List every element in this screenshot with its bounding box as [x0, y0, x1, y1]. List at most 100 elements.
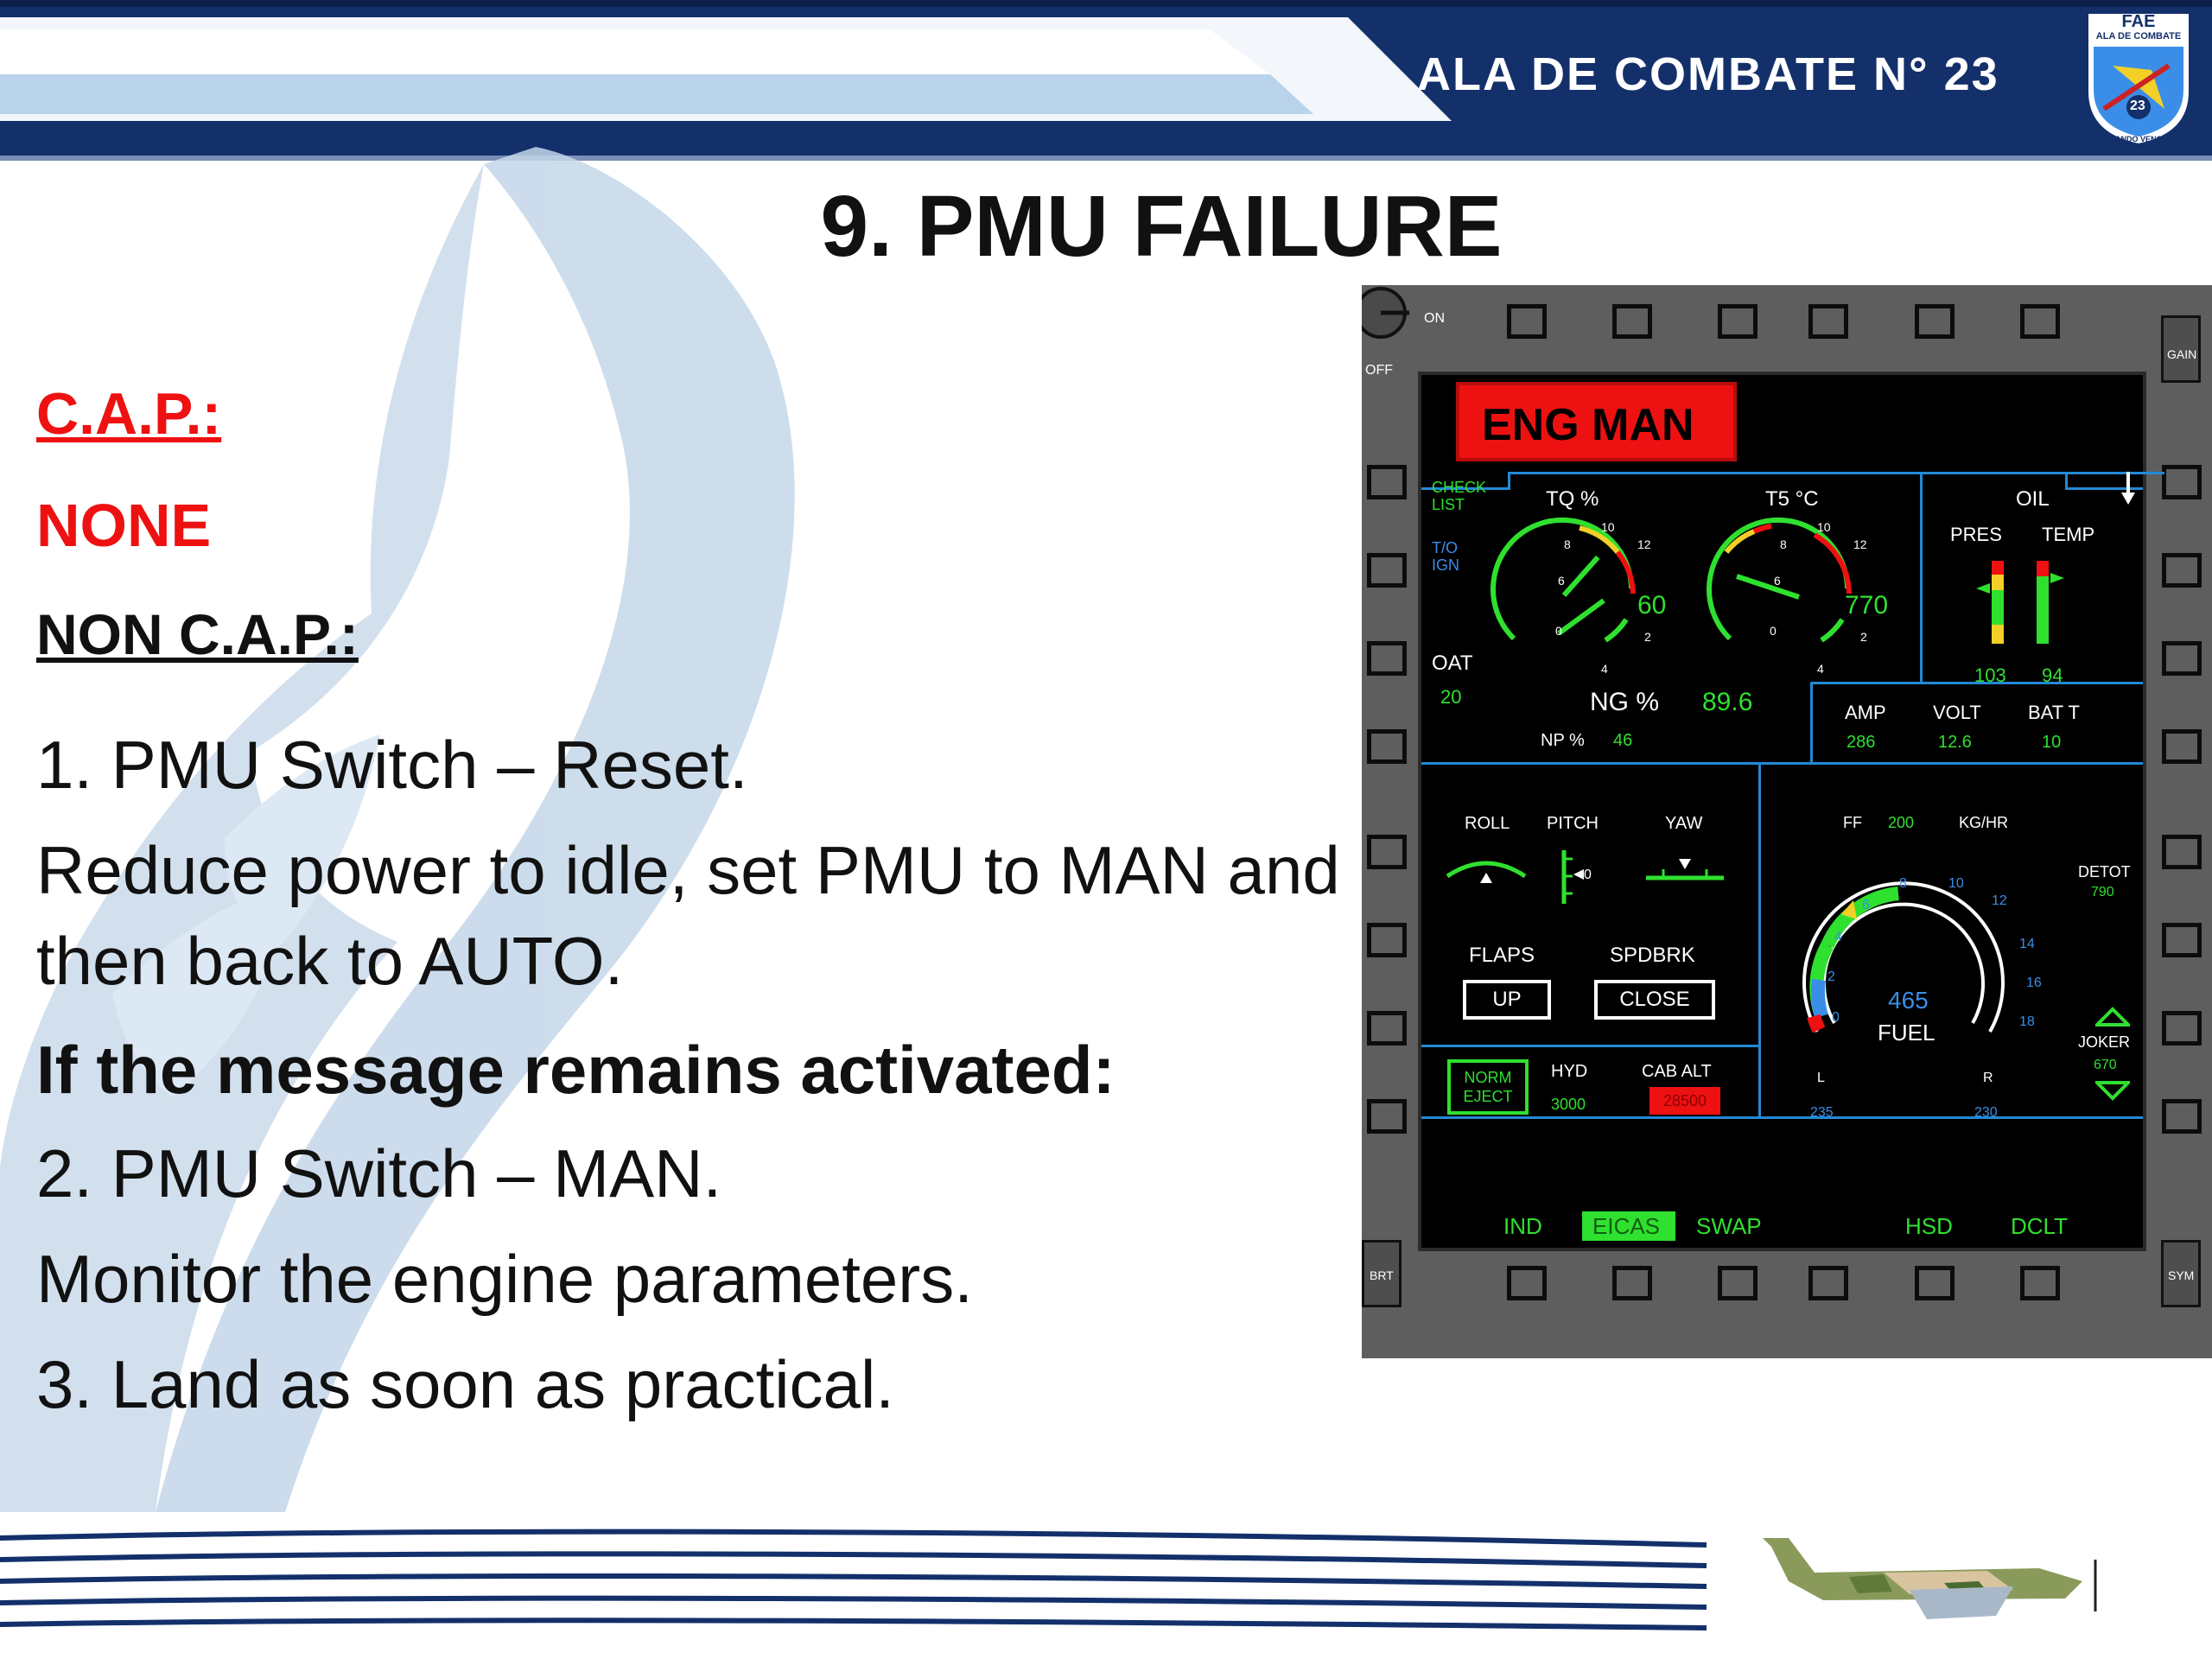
bezel-button-left-1[interactable] [1367, 465, 1407, 499]
bezel-button-top-6[interactable] [2020, 304, 2060, 339]
bezel-button-top-1[interactable] [1507, 304, 1547, 339]
power-knob[interactable] [1362, 285, 1422, 346]
emblem-motto: LUCHANDO VENCERAS [2093, 135, 2183, 143]
hyd-label: HYD [1551, 1062, 1588, 1081]
flaps-label: FLAPS [1469, 944, 1535, 967]
ng-label: NG % [1590, 688, 1660, 716]
bezel-button-left-7[interactable] [1367, 1011, 1407, 1046]
brt-rocker[interactable]: BRT [1362, 1240, 1402, 1307]
t5-tick-0: 0 [1770, 624, 1777, 638]
bezel-button-right-5[interactable] [2162, 835, 2202, 869]
ff-value: 200 [1888, 814, 1915, 831]
temp-label: TEMP [2042, 524, 2095, 545]
check-list-label[interactable]: CHECK LIST [1432, 479, 1487, 513]
trim-indicators [1446, 850, 1724, 904]
step-2: 2. PMU Switch – MAN. [36, 1135, 722, 1211]
bezel-button-left-8[interactable] [1367, 1099, 1407, 1134]
noncap-heading: NON C.A.P.: [36, 602, 359, 666]
engine-gauges [1491, 517, 1852, 643]
hyd-value: 3000 [1551, 1096, 1586, 1113]
aircraft-image [1763, 1538, 2097, 1619]
pitch-value: 0 [1584, 868, 1592, 882]
temp-value: 94 [2042, 664, 2063, 686]
tq-tick-4: 4 [1601, 662, 1608, 676]
bezel-button-right-7[interactable] [2162, 1011, 2202, 1046]
t5-label: T5 °C [1765, 487, 1819, 511]
menu-swap[interactable]: SWAP [1696, 1213, 1762, 1239]
fuel-tick-6: 6 [1862, 898, 1870, 912]
norm-eject-indicator[interactable]: NORM EJECT [1447, 1059, 1529, 1115]
fuel-tick-0: 0 [1832, 1010, 1840, 1025]
tq-tick-10: 10 [1601, 520, 1615, 534]
bezel-button-top-2[interactable] [1612, 304, 1652, 339]
bezel-button-right-1[interactable] [2162, 465, 2202, 499]
bezel-button-top-3[interactable] [1718, 304, 1758, 339]
menu-dclt[interactable]: DCLT [2011, 1213, 2068, 1239]
bezel-button-right-4[interactable] [2162, 729, 2202, 764]
bezel-button-bottom-1[interactable] [1507, 1266, 1547, 1300]
bezel-button-bottom-3[interactable] [1718, 1266, 1758, 1300]
fuel-tick-16: 16 [2026, 976, 2042, 990]
bezel-button-top-5[interactable] [1915, 304, 1955, 339]
tq-label: TQ % [1546, 487, 1599, 511]
pres-label: PRES [1950, 524, 2002, 545]
bezel-button-top-4[interactable] [1808, 304, 1848, 339]
bezel-button-bottom-6[interactable] [2020, 1266, 2060, 1300]
joker-label: JOKER [2078, 1033, 2131, 1051]
cap-value: NONE [36, 492, 212, 559]
slide-title: 9. PMU FAILURE [820, 178, 1503, 275]
batt-value: 10 [2042, 733, 2062, 752]
np-value: 46 [1613, 731, 1633, 750]
batt-label: BAT T [2028, 702, 2080, 723]
pitch-label: PITCH [1547, 814, 1599, 833]
bezel-button-bottom-4[interactable] [1808, 1266, 1848, 1300]
wing-watermark [0, 147, 795, 1512]
tq-tick-6: 6 [1558, 574, 1565, 588]
volt-value: 12.6 [1938, 733, 1972, 752]
step-3: 3. Land as soon as practical. [36, 1346, 894, 1422]
step-1: 1. PMU Switch – Reset. [36, 727, 748, 803]
ff-label: FF [1843, 814, 1862, 831]
flaps-value: UP [1463, 980, 1551, 1020]
fuel-tick-12: 12 [1992, 893, 2007, 908]
spdbrk-value: CLOSE [1594, 980, 1715, 1020]
bezel-button-bottom-5[interactable] [1915, 1266, 1955, 1300]
bezel-button-left-4[interactable] [1367, 729, 1407, 764]
bezel-button-right-2[interactable] [2162, 553, 2202, 588]
oil-bars [1976, 561, 2064, 644]
roll-label: ROLL [1465, 814, 1510, 833]
bezel-button-left-6[interactable] [1367, 923, 1407, 957]
amp-value: 286 [1847, 733, 1876, 752]
menu-eicas-active[interactable]: EICAS [1582, 1211, 1675, 1241]
menu-hsd[interactable]: HSD [1905, 1213, 1953, 1239]
fuel-label: FUEL [1878, 1020, 1936, 1046]
cap-heading: C.A.P.: [36, 381, 222, 447]
t5-tick-4: 4 [1817, 662, 1824, 676]
t5-tick-6: 6 [1774, 574, 1781, 588]
joker-up-icon[interactable] [2095, 1006, 2130, 1028]
bezel-button-right-8[interactable] [2162, 1099, 2202, 1134]
switch-on-label: ON [1424, 311, 1445, 326]
down-arrow-icon[interactable] [2120, 470, 2137, 506]
to-ign-label[interactable]: T/O IGN [1432, 539, 1460, 574]
bezel-button-left-2[interactable] [1367, 553, 1407, 588]
sym-rocker[interactable]: SYM [2161, 1240, 2201, 1307]
gain-rocker[interactable]: GAIN [2161, 315, 2201, 383]
fuel-left-label: L [1817, 1071, 1825, 1085]
step-1-detail: Reduce power to idle, set PMU to MAN and… [36, 832, 1340, 999]
bezel-button-bottom-2[interactable] [1612, 1266, 1652, 1300]
fuel-tick-2: 2 [1827, 969, 1835, 984]
detot-value: 790 [2091, 885, 2114, 899]
bezel-button-left-3[interactable] [1367, 641, 1407, 676]
oil-label: OIL [2016, 487, 2050, 511]
joker-down-icon[interactable] [2095, 1079, 2130, 1102]
bezel-button-right-3[interactable] [2162, 641, 2202, 676]
t5-tick-8: 8 [1780, 537, 1787, 551]
pres-value: 103 [1974, 664, 2006, 686]
squadron-emblem: FAE ALA DE COMBATE LUCHANDO VENCERAS 23 [2078, 5, 2199, 148]
bezel-button-left-5[interactable] [1367, 835, 1407, 869]
menu-ind[interactable]: IND [1503, 1213, 1542, 1239]
fuel-tick-14: 14 [2019, 937, 2035, 951]
fuel-tick-8: 8 [1899, 876, 1907, 891]
bezel-button-right-6[interactable] [2162, 923, 2202, 957]
